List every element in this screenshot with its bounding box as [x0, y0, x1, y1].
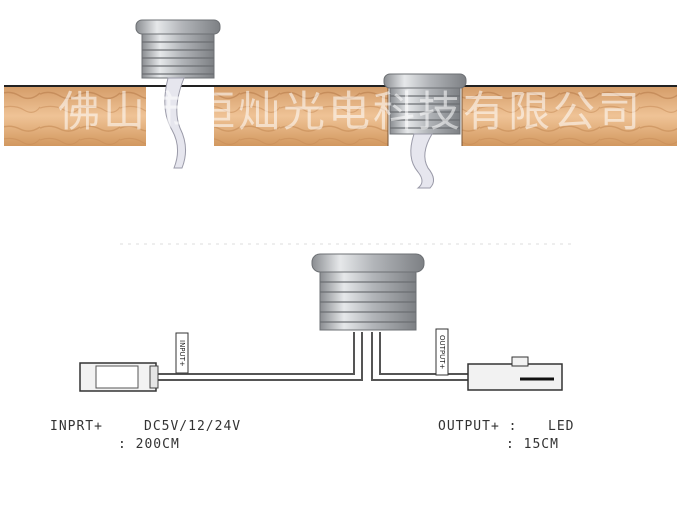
input-tag: INPUT+: [176, 333, 188, 373]
output-label: OUTPUT+ :: [438, 419, 518, 434]
input-length: : 200CM: [118, 437, 180, 452]
input-connector: [79, 362, 159, 392]
downlight-3: [311, 253, 425, 331]
input-tag-box: [175, 332, 189, 374]
input-voltage: DC5V/12/24V: [144, 419, 242, 434]
downlight-1: [135, 19, 221, 169]
input-tag-label: INPUT+: [178, 339, 186, 367]
output-cable: [371, 332, 468, 381]
input-cable: [158, 332, 363, 381]
output-tag: OUTPUT+: [436, 329, 448, 375]
company-watermark: 佛山市恒灿光电科技有限公司: [58, 87, 644, 136]
output-connector: [467, 356, 563, 391]
input-label: INPRT+: [50, 419, 103, 434]
downlight-2: [383, 73, 467, 189]
output-target: LED: [548, 419, 575, 434]
output-length: : 15CM: [506, 437, 559, 452]
output-tag-label: OUTPUT+: [438, 334, 446, 370]
wood-panel: [4, 85, 677, 146]
output-tag-box: [435, 328, 449, 376]
